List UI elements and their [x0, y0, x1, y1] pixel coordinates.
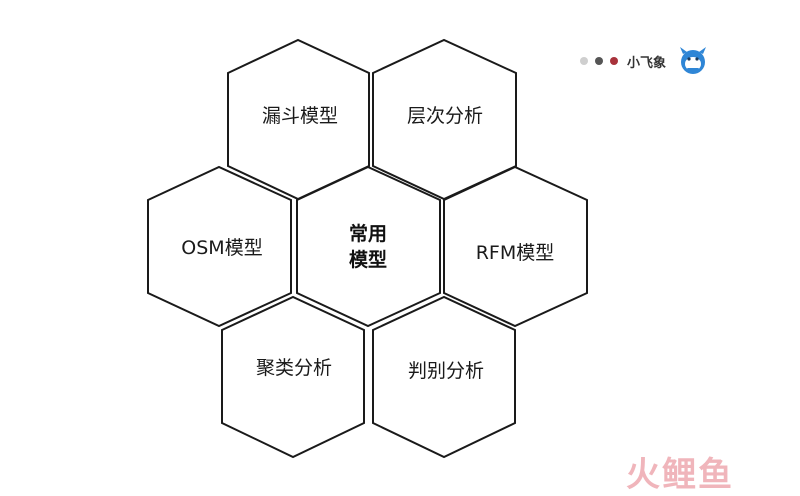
hex-hierarchy-analysis: 层次分析	[372, 38, 517, 201]
hex-osm-model: OSM模型	[147, 165, 292, 328]
brand-name: 小飞象	[627, 55, 667, 71]
hex-discriminant-analysis: 判别分析	[372, 295, 516, 459]
brand-dot-red	[610, 57, 618, 65]
brand-dot-light	[580, 57, 588, 65]
hex-rfm-model: RFM模型	[443, 165, 588, 328]
hex-label-funnel: 漏斗模型	[262, 105, 338, 127]
brand-dot-dark	[595, 57, 603, 65]
hex-label-hierarchy: 层次分析	[407, 105, 483, 127]
center-label-line2: 模型	[349, 248, 387, 271]
brand-badge: 小飞象	[580, 44, 710, 78]
hex-label-osm: OSM模型	[181, 237, 262, 259]
center-label-line1: 常用	[349, 222, 387, 245]
hex-funnel-model: 漏斗模型	[227, 38, 370, 201]
hex-label-clustering: 聚类分析	[256, 357, 332, 379]
hex-label-discriminant: 判别分析	[408, 360, 484, 382]
elephant-mascot-icon	[680, 47, 707, 74]
hex-label-rfm: RFM模型	[476, 242, 555, 264]
hex-center-common-models: 常用 模型	[296, 165, 441, 328]
hex-clustering-analysis: 聚类分析	[221, 295, 365, 459]
watermark-logo: 火鲤鱼	[626, 455, 734, 495]
